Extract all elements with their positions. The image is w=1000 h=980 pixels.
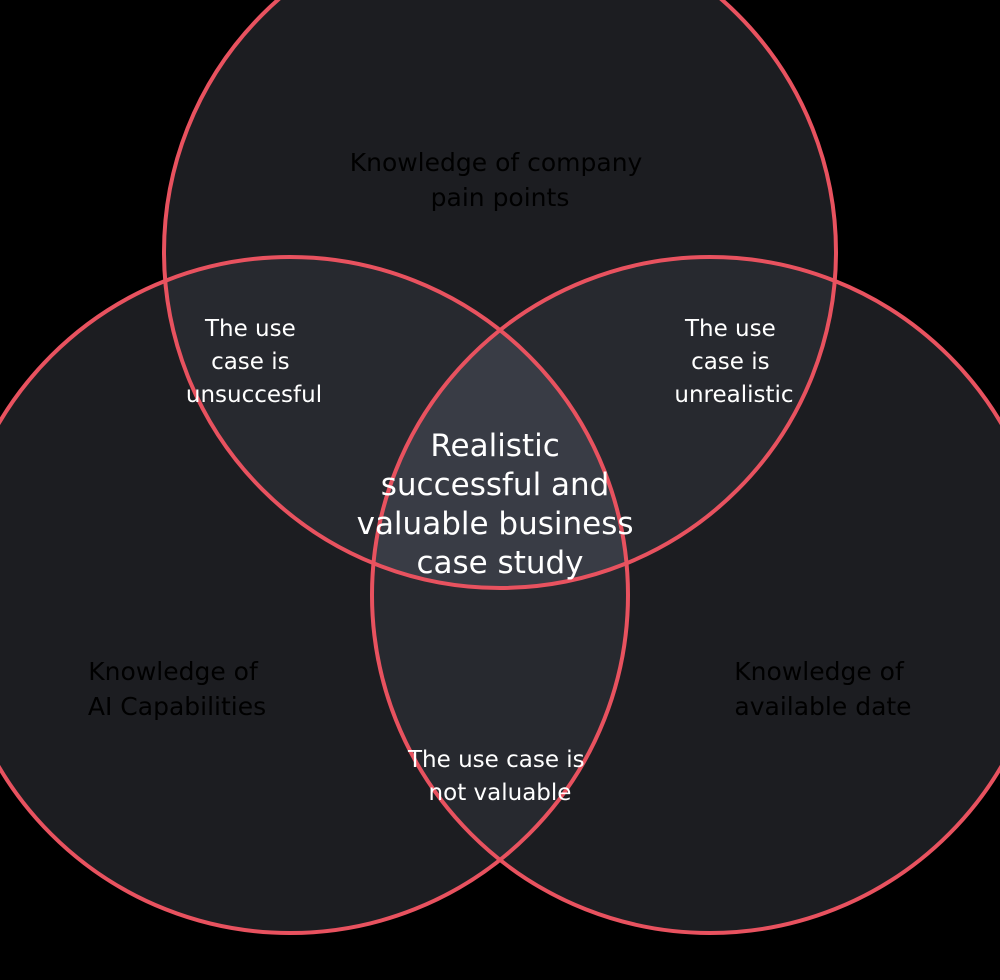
center-label: Realistic successful and valuable busine…	[357, 428, 644, 581]
overlap-center	[372, 257, 628, 588]
overlap-label-top-left: The use case is unsuccesful	[186, 316, 322, 408]
circle-right-outline	[370, 255, 1000, 935]
overlap-label-bottom: The use case is not valuable	[407, 747, 592, 806]
set-label-top: Knowledge of company pain points	[350, 148, 651, 212]
circle-top-outline	[162, 0, 838, 590]
circle-left-outline	[0, 255, 630, 935]
set-label-left: Knowledge of AI Capabilities	[88, 657, 266, 721]
overlap-label-top-right: The use case is unrealistic	[674, 316, 793, 408]
set-label-right: Knowledge of available date	[734, 657, 911, 721]
